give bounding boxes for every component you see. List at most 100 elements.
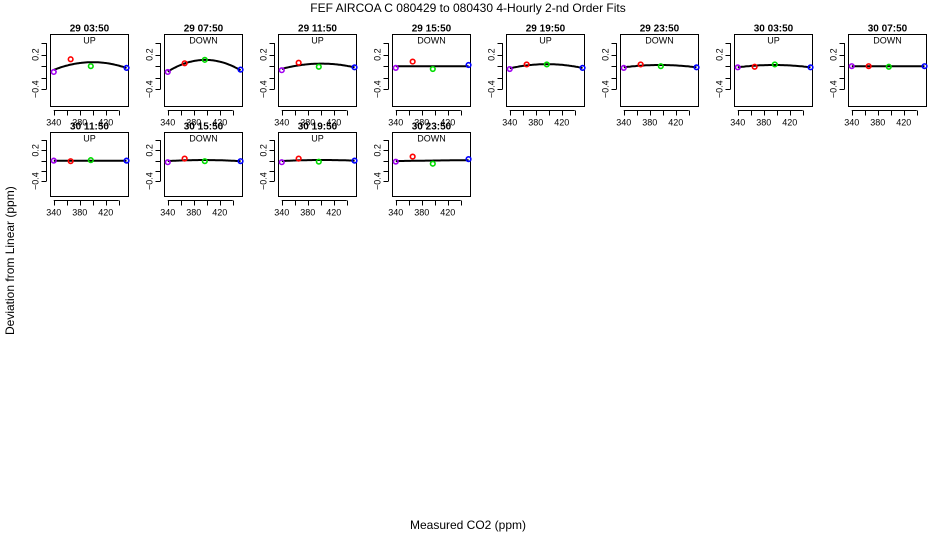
panel-frame	[392, 132, 471, 197]
data-point	[429, 65, 436, 73]
x-tick-label: 340	[502, 118, 517, 128]
x-tick-label: 340	[844, 118, 859, 128]
data-point	[295, 155, 302, 162]
data-point	[523, 61, 530, 68]
data-point	[50, 157, 57, 164]
data-point	[865, 63, 872, 70]
x-tick-label: 340	[160, 118, 175, 128]
panel-direction-label: UP	[83, 134, 96, 144]
panel-direction-label: DOWN	[873, 36, 902, 46]
x-tick-label: 420	[440, 118, 455, 128]
panel-direction-label: DOWN	[189, 134, 218, 144]
panel-frame	[278, 34, 357, 107]
x-tick-label: 380	[300, 118, 315, 128]
data-point	[579, 64, 586, 72]
panel-frame	[50, 132, 129, 197]
panel-title: 30 23:50	[412, 122, 452, 133]
fit-curve	[737, 64, 811, 69]
y-tick-label: 0.2	[373, 48, 383, 61]
y-tick-label: −0.4	[373, 172, 383, 190]
x-tick-label: 380	[528, 118, 543, 128]
panel-frame	[848, 34, 927, 107]
x-tick-label: 380	[414, 208, 429, 218]
y-tick-label: 0.2	[145, 48, 155, 61]
panel-direction-label: DOWN	[417, 134, 446, 144]
y-tick-label: 0.2	[31, 48, 41, 61]
y-tick-label: 0.2	[715, 48, 725, 61]
data-point	[734, 64, 741, 71]
data-point	[409, 58, 416, 65]
x-tick-label: 340	[616, 118, 631, 128]
x-tick-label: 340	[46, 118, 61, 128]
panel-direction-label: UP	[311, 36, 324, 46]
panel-frame	[164, 132, 243, 197]
x-axis-label: Measured CO2 (ppm)	[409, 518, 527, 532]
x-tick-label: 340	[388, 208, 403, 218]
data-point	[807, 64, 814, 71]
panel-direction-label: UP	[767, 36, 780, 46]
data-point	[237, 66, 244, 73]
panel-frame	[506, 34, 585, 107]
x-tick-label: 420	[326, 208, 341, 218]
data-point	[315, 158, 322, 165]
fit-curve	[509, 63, 583, 70]
y-tick-label: 0.2	[487, 48, 497, 61]
data-point	[123, 64, 130, 72]
data-point	[465, 156, 472, 163]
data-point	[409, 153, 416, 160]
x-tick-label: 340	[274, 208, 289, 218]
panel-direction-label: DOWN	[189, 36, 218, 46]
panel-direction-label: DOWN	[417, 36, 446, 46]
x-tick-label: 380	[186, 118, 201, 128]
data-point	[67, 56, 74, 63]
x-tick-label: 420	[98, 118, 113, 128]
y-tick-label: −0.4	[601, 80, 611, 98]
x-tick-label: 380	[186, 208, 201, 218]
y-tick-label: −0.4	[259, 80, 269, 98]
data-point	[351, 64, 358, 71]
panel-direction-label: UP	[83, 36, 96, 46]
data-point	[506, 65, 513, 73]
panel-direction-label: UP	[539, 36, 552, 46]
data-point	[123, 157, 130, 164]
x-tick-label: 420	[440, 208, 455, 218]
x-tick-label: 340	[160, 208, 175, 218]
x-tick-label: 380	[756, 118, 771, 128]
data-point	[164, 68, 171, 76]
data-point	[465, 61, 472, 69]
data-point	[543, 61, 550, 68]
data-point	[620, 64, 627, 72]
x-tick-label: 420	[212, 118, 227, 128]
fit-curve	[281, 62, 355, 70]
x-tick-label: 420	[326, 118, 341, 128]
panel-frame	[392, 34, 471, 107]
data-point	[50, 68, 57, 76]
y-tick-label: −0.4	[145, 80, 155, 98]
y-tick-label: 0.2	[145, 144, 155, 157]
panel-direction-label: DOWN	[645, 36, 674, 46]
panel-frame	[620, 34, 699, 107]
data-point	[657, 63, 664, 70]
panel-title: 30 03:50	[754, 24, 794, 35]
x-tick-label: 420	[212, 208, 227, 218]
data-point	[181, 60, 188, 67]
y-tick-label: −0.4	[145, 172, 155, 190]
y-tick-label: −0.4	[829, 80, 839, 98]
x-tick-label: 420	[668, 118, 683, 128]
data-point	[921, 63, 928, 70]
chart-title: FEF AIRCOA C 080429 to 080430 4-Hourly 2…	[310, 1, 626, 15]
x-tick-label: 340	[388, 118, 403, 128]
y-tick-label: −0.4	[715, 80, 725, 98]
data-point	[429, 160, 436, 167]
